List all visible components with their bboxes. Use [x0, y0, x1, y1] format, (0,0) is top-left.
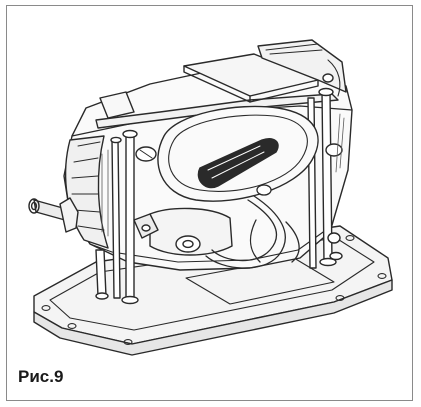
rod-bottom-fasteners	[95, 251, 343, 305]
inlet-pipe	[28, 197, 79, 233]
figure-caption: Рис.9	[18, 367, 64, 386]
rod-top-fasteners	[110, 73, 334, 144]
control-slot	[197, 138, 279, 189]
electrical-connector	[133, 213, 159, 239]
base-mounting-holes	[41, 235, 387, 345]
fuel-pump	[149, 207, 233, 256]
housing-shading	[101, 113, 345, 237]
hose-loops	[205, 184, 300, 269]
